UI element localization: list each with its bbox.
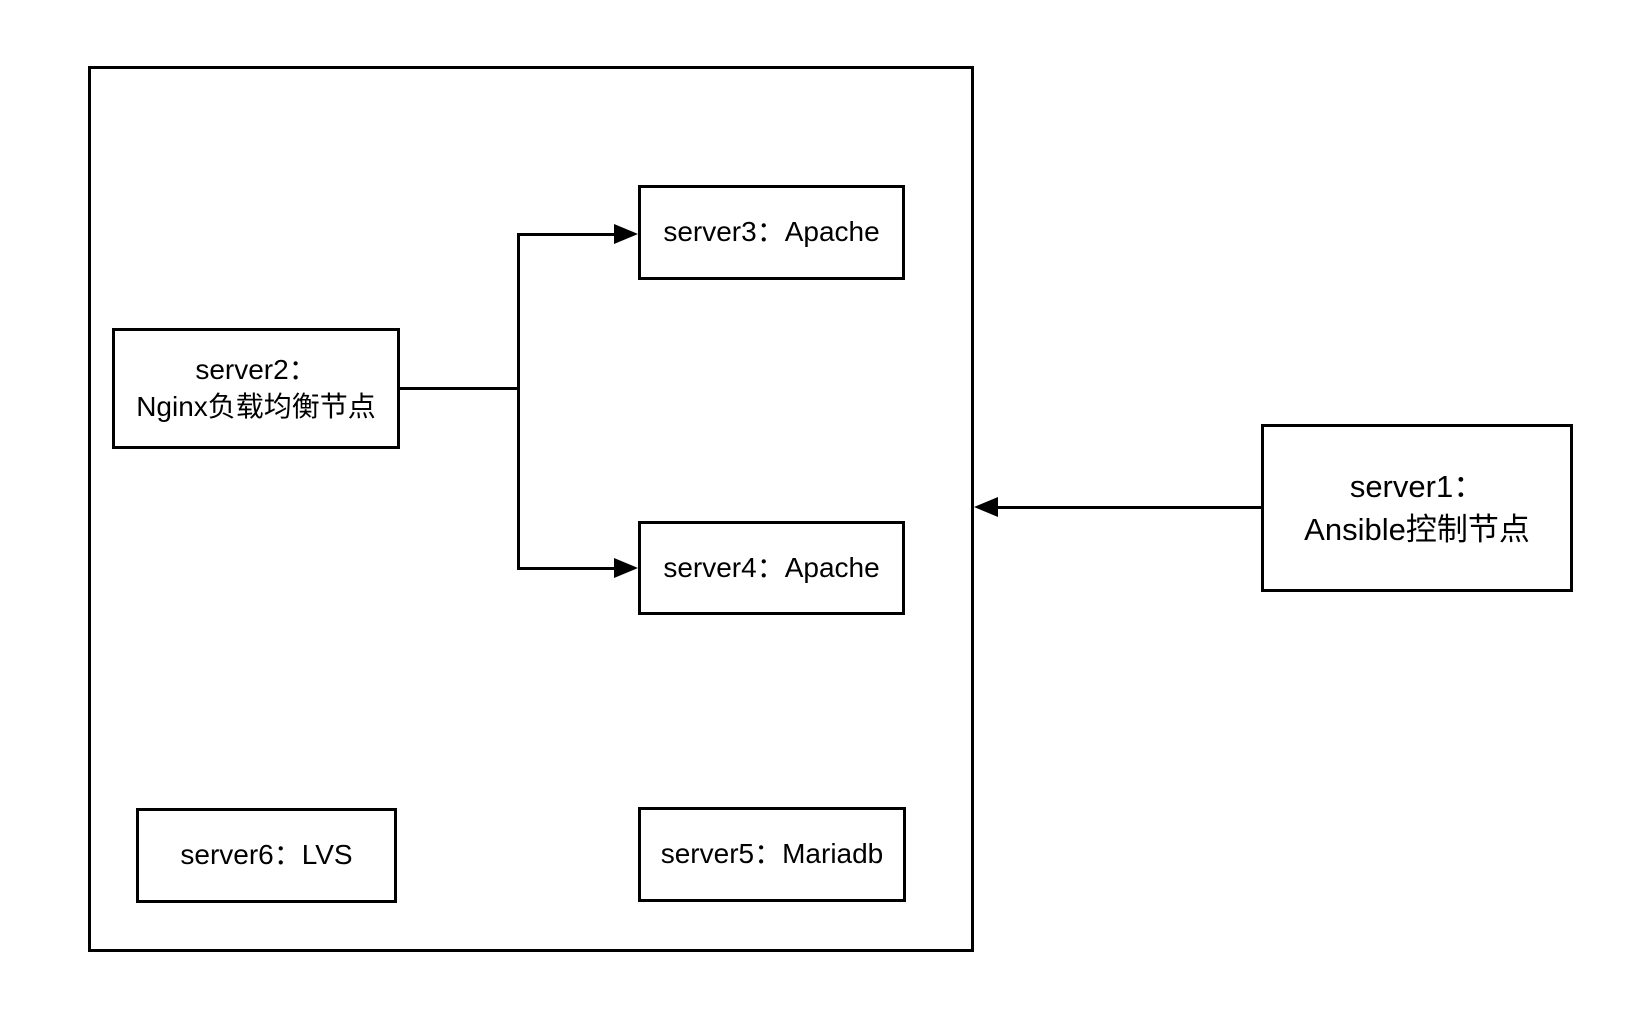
- node-server4: server4：Apache: [638, 521, 905, 615]
- edge-server2-server3-segment: [517, 233, 615, 236]
- edge-server2-server4-arrowhead-icon: [614, 558, 638, 578]
- node-server1: server1： Ansible控制节点: [1261, 424, 1573, 592]
- node-server3: server3：Apache: [638, 185, 905, 280]
- node-server1-label-line1: server1：: [1349, 468, 1485, 504]
- node-server2-label: server2： Nginx负载均衡节点: [136, 352, 376, 426]
- node-server3-label: server3：Apache: [663, 216, 880, 248]
- node-server4-label: server4：Apache: [663, 551, 880, 583]
- node-server5: server5：Mariadb: [638, 807, 906, 902]
- edge-server2-server3-arrowhead-icon: [614, 224, 638, 244]
- node-server2: server2： Nginx负载均衡节点: [112, 328, 400, 449]
- node-server2-label-line1: server2：: [195, 353, 317, 385]
- edge-trunk-vertical-segment: [517, 233, 520, 570]
- node-server5-label: server5：Mariadb: [660, 838, 884, 870]
- node-server6-label: server6：LVS: [180, 839, 353, 871]
- node-server2-label-line2: Nginx负载均衡节点: [136, 390, 376, 422]
- edge-server2-trunk-segment: [400, 387, 519, 390]
- edge-server1-cluster-arrowhead-icon: [974, 497, 998, 517]
- node-server1-label-line2: Ansible控制节点: [1304, 512, 1530, 547]
- edge-server1-cluster-segment: [996, 506, 1261, 509]
- node-server6: server6：LVS: [136, 808, 397, 903]
- edge-server2-server4-segment: [517, 567, 615, 570]
- node-server1-label: server1： Ansible控制节点: [1304, 465, 1530, 552]
